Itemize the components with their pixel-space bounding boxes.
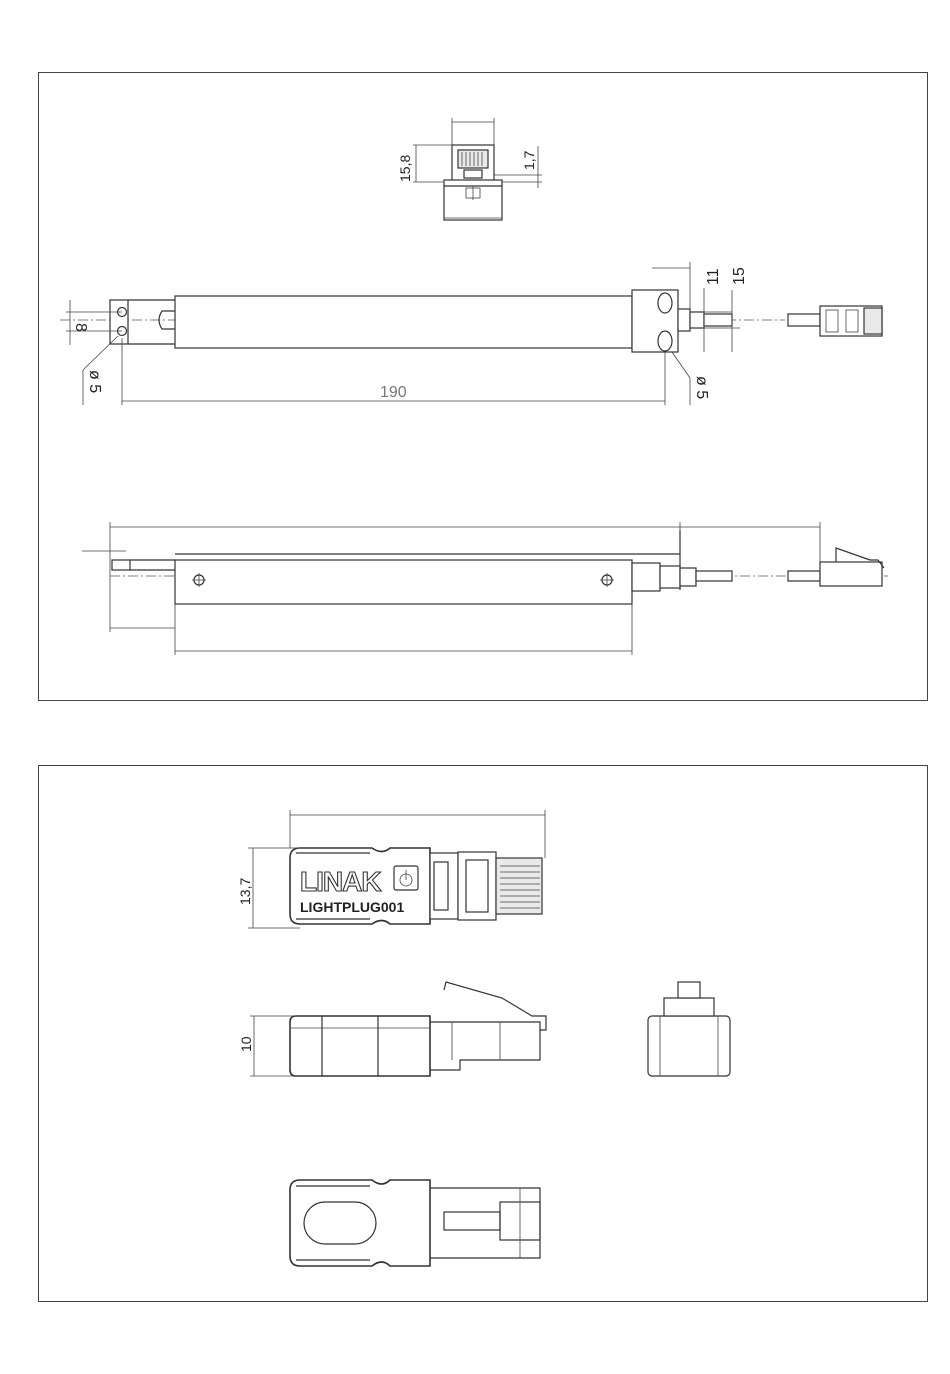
- plug-top-height-dim: 13,7: [237, 878, 253, 905]
- plug-side-view: 10: [238, 982, 546, 1076]
- plug-end-view: [648, 982, 730, 1076]
- plug-bottom-view: [290, 1180, 540, 1266]
- plug-side-height-dim: 10: [238, 1036, 254, 1052]
- plug-top-view: LINAK LIGHTPLUG001 13,7: [237, 810, 545, 928]
- model-text: LIGHTPLUG001: [300, 899, 404, 915]
- brand-logo-text: LINAK: [300, 866, 381, 897]
